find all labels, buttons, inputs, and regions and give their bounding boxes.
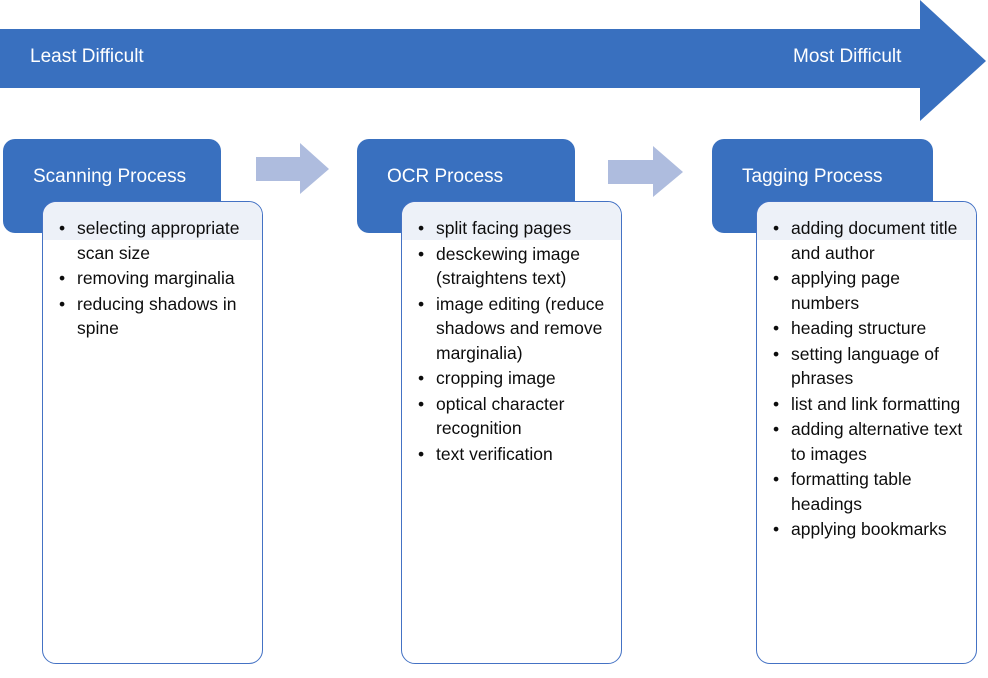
list-item: applying bookmarks <box>773 517 970 542</box>
list-item: adding document title and author <box>773 216 970 265</box>
process-list-scanning: selecting appropriate scan size removing… <box>43 202 262 341</box>
connector-arrow-icon <box>256 143 329 194</box>
list-item: split facing pages <box>418 216 615 241</box>
list-item: image editing (reduce shadows and remove… <box>418 292 615 366</box>
list-item: formatting table headings <box>773 467 970 516</box>
list-item: heading structure <box>773 316 970 341</box>
process-body-ocr: split facing pages desckewing image (str… <box>401 201 622 664</box>
list-item: optical character recognition <box>418 392 615 441</box>
list-item: list and link formatting <box>773 392 970 417</box>
list-item: setting language of phrases <box>773 342 970 391</box>
list-item: text verification <box>418 442 615 467</box>
process-title-scanning: Scanning Process <box>33 166 187 187</box>
difficulty-arrow-shape <box>0 0 986 121</box>
list-item: desckewing image (straightens text) <box>418 242 615 291</box>
difficulty-scale-arrow: Least Difficult Most Difficult <box>0 0 988 125</box>
most-difficult-label: Most Difficult <box>793 46 902 67</box>
connector-scanning-to-ocr <box>256 143 330 195</box>
connector-arrow-icon <box>608 146 683 197</box>
process-list-tagging: adding document title and author applyin… <box>757 202 976 542</box>
connector-ocr-to-tagging <box>608 146 684 198</box>
list-item: selecting appropriate scan size <box>59 216 256 265</box>
process-title-ocr: OCR Process <box>387 166 504 187</box>
list-item: cropping image <box>418 366 615 391</box>
process-list-ocr: split facing pages desckewing image (str… <box>402 202 621 466</box>
process-body-scanning: selecting appropriate scan size removing… <box>42 201 263 664</box>
list-item: applying page numbers <box>773 266 970 315</box>
process-body-tagging: adding document title and author applyin… <box>756 201 977 664</box>
list-item: removing marginalia <box>59 266 256 291</box>
list-item: adding alternative text to images <box>773 417 970 466</box>
list-item: reducing shadows in spine <box>59 292 256 341</box>
process-title-tagging: Tagging Process <box>742 166 883 187</box>
least-difficult-label: Least Difficult <box>30 46 144 67</box>
